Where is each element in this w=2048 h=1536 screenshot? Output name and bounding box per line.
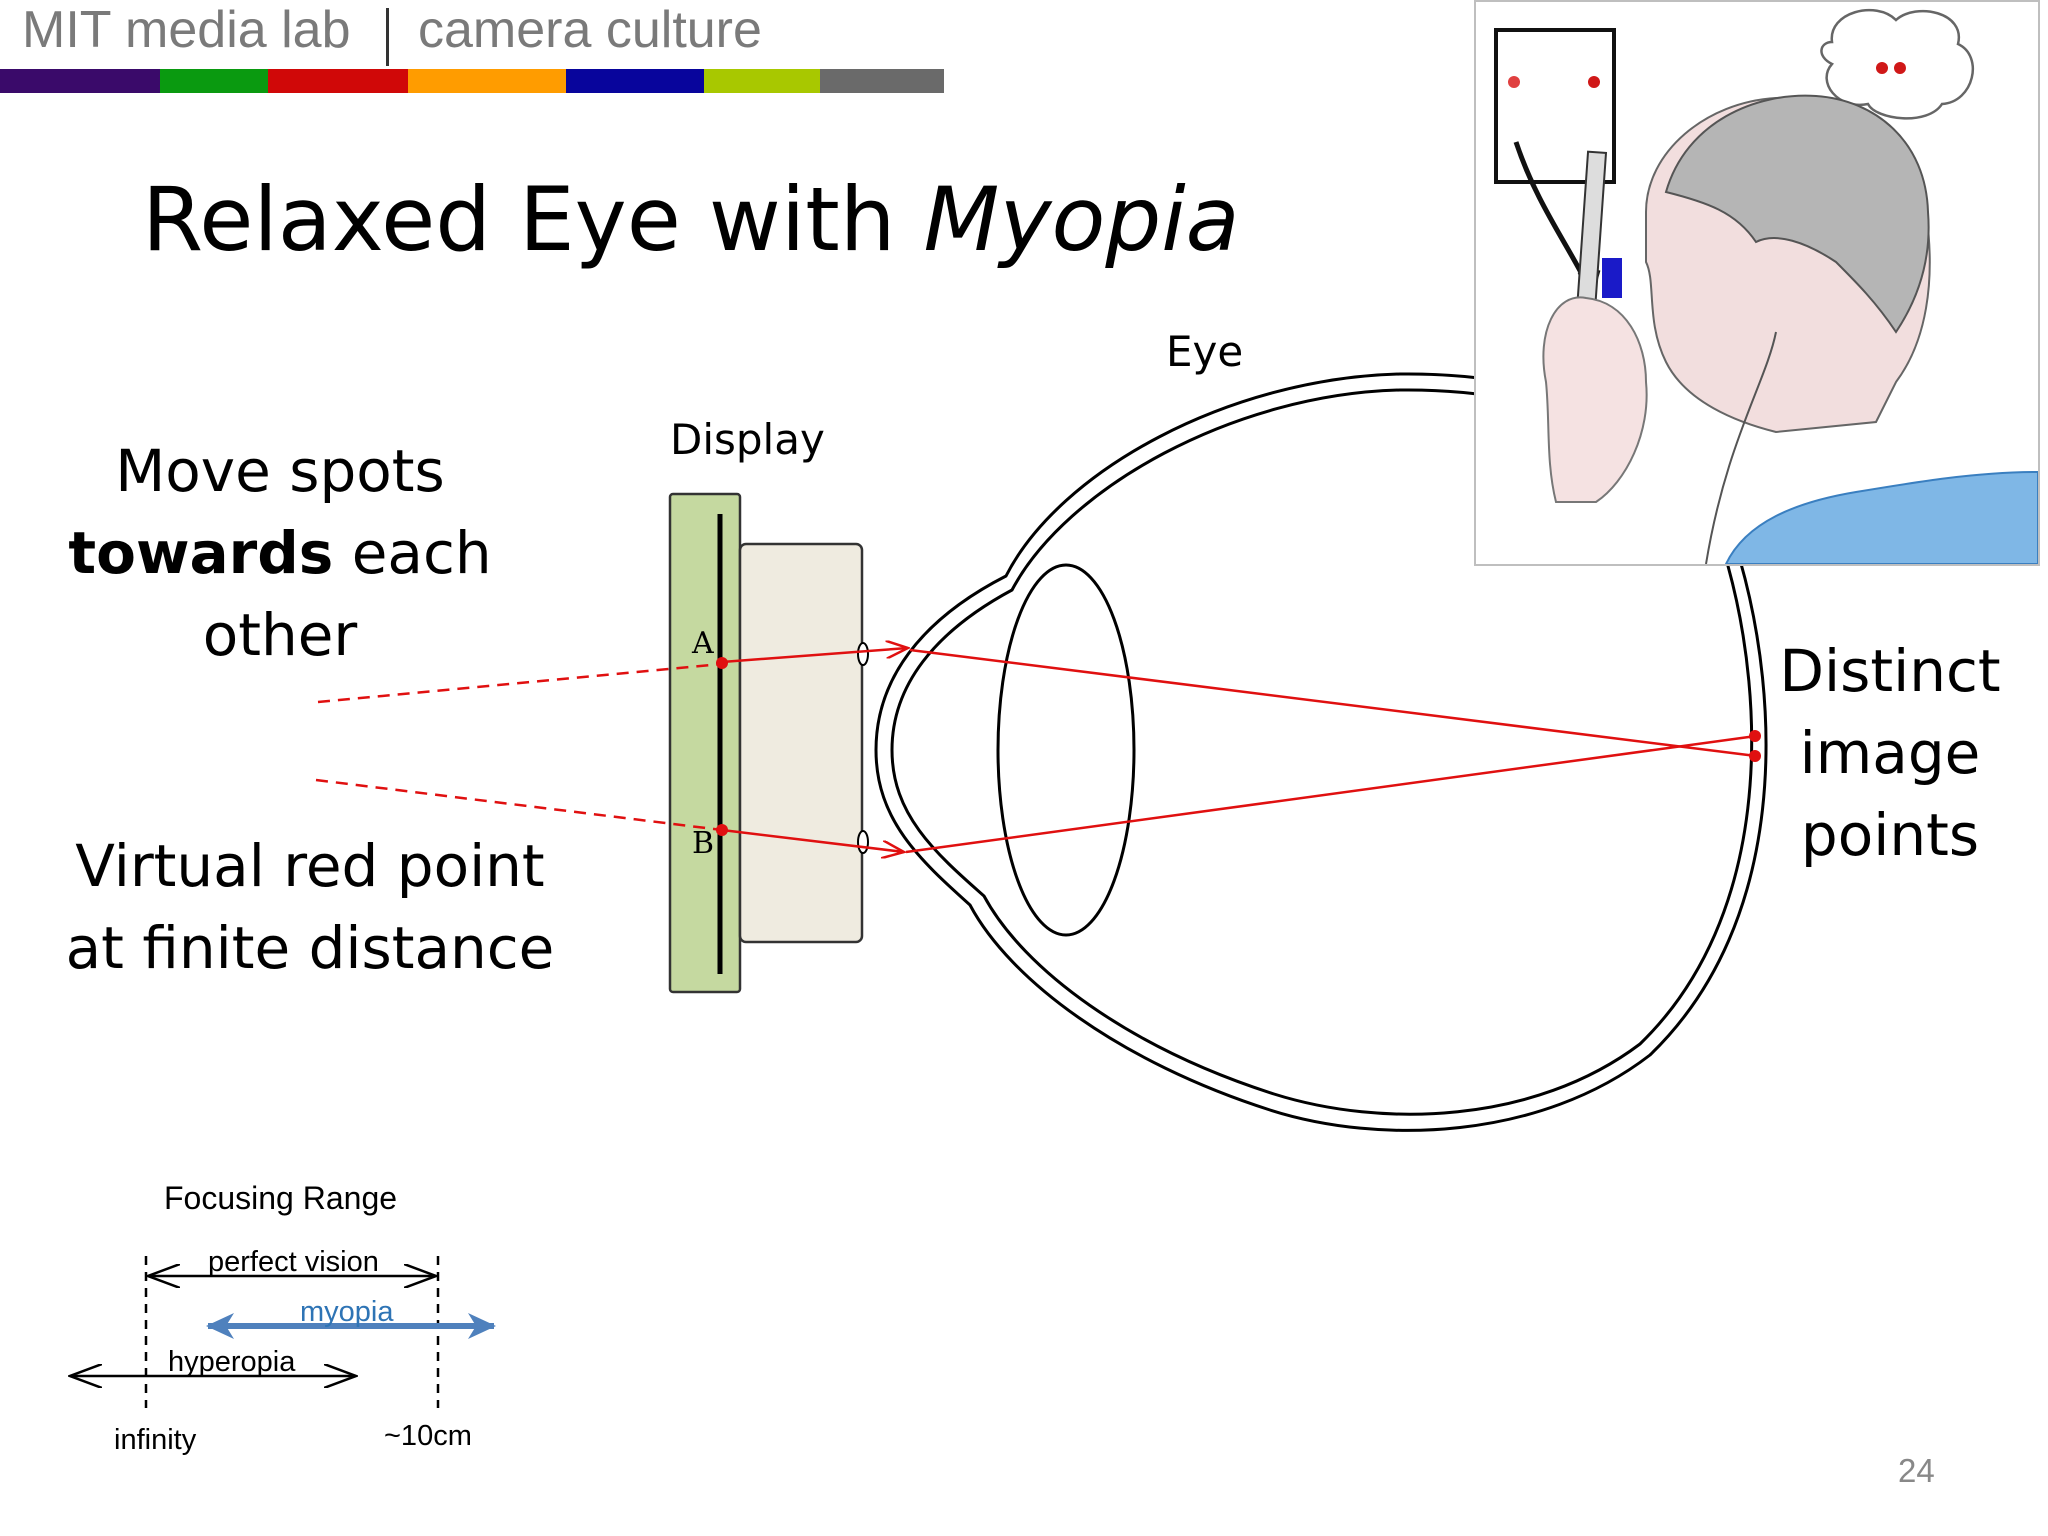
caption-line: points xyxy=(1800,801,1980,869)
caption-line: image xyxy=(1799,719,1981,787)
point-a-label: A xyxy=(692,626,714,661)
display-label: Display xyxy=(670,415,825,464)
color-bar-segment xyxy=(0,69,160,93)
caption-text: each xyxy=(333,519,492,587)
focusing-range-diagram xyxy=(70,1256,496,1408)
color-bar-segment xyxy=(160,69,268,93)
color-bar-segment xyxy=(704,69,820,93)
inset-illustration xyxy=(1474,0,2040,566)
image-point-2 xyxy=(1749,750,1761,762)
page-number: 24 xyxy=(1898,1452,1935,1489)
caption-bold: towards xyxy=(68,519,334,587)
color-bar-segment xyxy=(268,69,408,93)
person-icon xyxy=(1494,8,2038,564)
eye-label: Eye xyxy=(1166,327,1244,376)
eyeball-outline xyxy=(874,372,1768,1132)
focusing-range-title: Focusing Range xyxy=(164,1180,398,1216)
caption-distinct-points: Distinct image points xyxy=(1750,630,2030,876)
color-bar-segment xyxy=(566,69,704,93)
color-bar-segment xyxy=(408,69,566,93)
header-separator xyxy=(386,8,389,66)
ray-b-to-lens xyxy=(721,828,904,852)
pinhole-lens-b xyxy=(857,830,869,854)
slide-title: Relaxed Eye with Myopia xyxy=(142,168,1240,271)
caption-line: Virtual red point xyxy=(75,832,545,900)
ray-b-inside-eye xyxy=(905,734,1757,854)
caption-line: other xyxy=(202,601,358,669)
pinhole-lens-a xyxy=(857,642,869,666)
header-color-bar xyxy=(0,69,944,93)
perfect-vision-label: perfect vision xyxy=(208,1246,379,1278)
infinity-label: infinity xyxy=(114,1424,197,1456)
display-panel xyxy=(668,492,742,994)
slide-title-plain: Relaxed Eye with xyxy=(142,168,924,271)
near-point-label: ~10cm xyxy=(384,1420,472,1452)
header-org: MIT media lab xyxy=(22,1,351,59)
point-b-label: B xyxy=(692,826,715,861)
virtual-ray-b xyxy=(315,778,723,832)
ray-a-inside-eye xyxy=(909,648,1757,758)
point-b-dot xyxy=(716,824,728,836)
hyperopia-label: hyperopia xyxy=(168,1346,296,1378)
myopia-label: myopia xyxy=(300,1296,394,1328)
point-a-dot xyxy=(716,657,728,669)
ray-a-to-lens xyxy=(721,648,908,664)
caption-line: Move spots xyxy=(115,437,445,505)
eye-lens xyxy=(996,563,1136,937)
phone-viewer-icon xyxy=(1494,28,1622,384)
header-group: camera culture xyxy=(418,1,762,59)
caption-line: Distinct xyxy=(1779,637,2001,705)
lens-panel xyxy=(738,542,864,944)
image-point-1 xyxy=(1749,730,1761,742)
caption-move-spots: Move spots towards each other xyxy=(40,430,520,676)
color-bar-segment xyxy=(820,69,944,93)
caption-line: at finite distance xyxy=(65,914,555,982)
caption-line: towards each xyxy=(40,512,520,594)
virtual-ray-a xyxy=(317,662,723,704)
caption-virtual-point: Virtual red point at finite distance xyxy=(30,825,590,989)
slide-title-italic: Myopia xyxy=(923,168,1240,271)
